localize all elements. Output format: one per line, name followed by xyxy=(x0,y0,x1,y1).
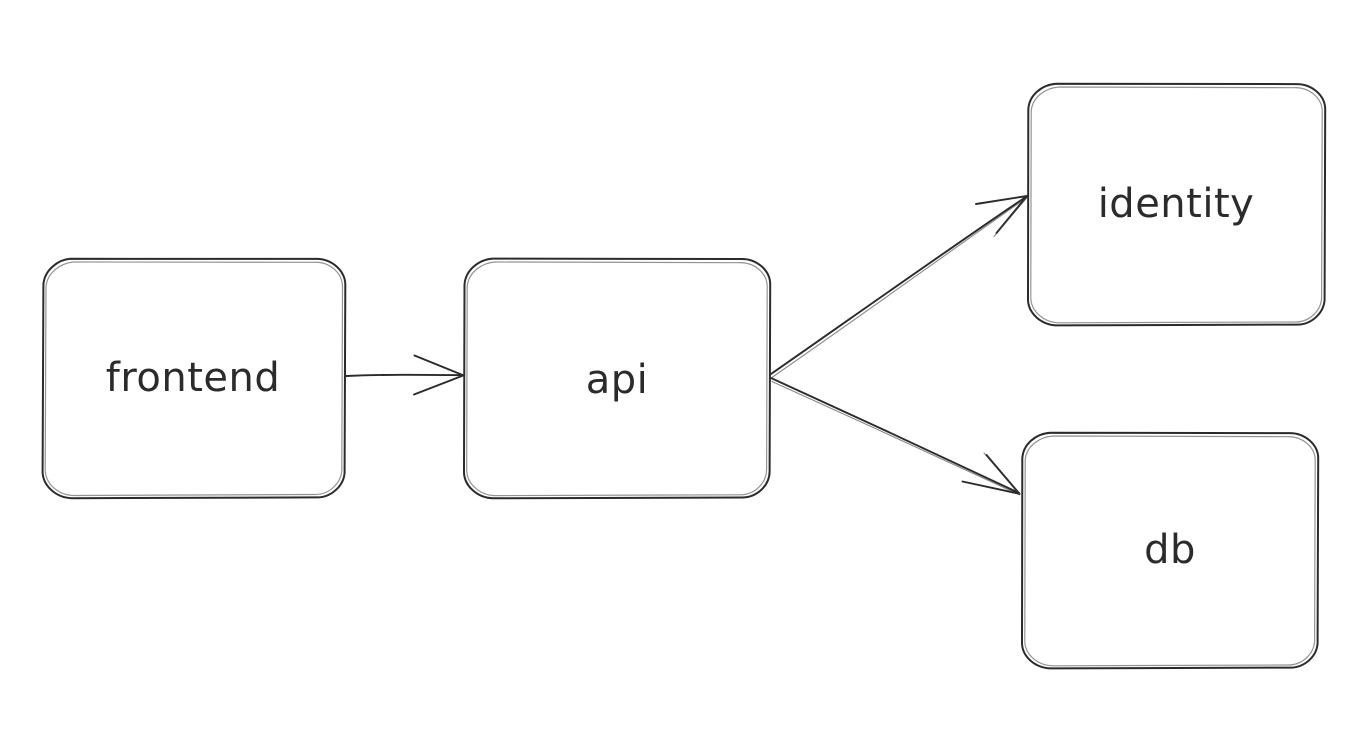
edge-frontend-to-api[interactable] xyxy=(345,354,465,396)
edge-api-to-db-line-sketch xyxy=(771,380,1021,496)
node-api[interactable]: api xyxy=(462,257,772,500)
node-identity-sketch-overlay xyxy=(1030,86,1323,324)
node-identity-shape[interactable] xyxy=(1026,82,1327,327)
node-frontend-sketch-overlay xyxy=(44,261,344,497)
edge-api-to-db[interactable] xyxy=(770,377,1021,496)
edge-api-to-identity-arrowhead-sketch xyxy=(993,196,1028,238)
node-db-sketch-overlay xyxy=(1024,435,1316,667)
node-api-shape[interactable] xyxy=(462,257,772,500)
edge-api-to-identity-line xyxy=(770,195,1028,375)
edge-api-to-identity[interactable] xyxy=(770,195,1028,378)
node-frontend[interactable]: frontend xyxy=(41,257,347,500)
node-api-sketch-overlay xyxy=(466,261,768,497)
node-db[interactable]: db xyxy=(1020,431,1320,670)
edge-frontend-to-api-line xyxy=(345,373,464,377)
edge-api-to-db-line xyxy=(770,377,1020,494)
node-identity[interactable]: identity xyxy=(1026,82,1327,327)
node-db-shape[interactable] xyxy=(1020,431,1320,670)
node-identity-label: identity xyxy=(1098,181,1255,227)
edge-frontend-to-api-arrowhead xyxy=(413,354,465,396)
node-db-label: db xyxy=(1144,527,1196,573)
node-frontend-label: frontend xyxy=(106,355,281,401)
edge-api-to-db-arrowhead-sketch xyxy=(983,452,1021,496)
node-frontend-shape[interactable] xyxy=(41,257,347,500)
node-api-label: api xyxy=(586,357,649,403)
edge-api-to-identity-line-sketch xyxy=(771,197,1028,378)
